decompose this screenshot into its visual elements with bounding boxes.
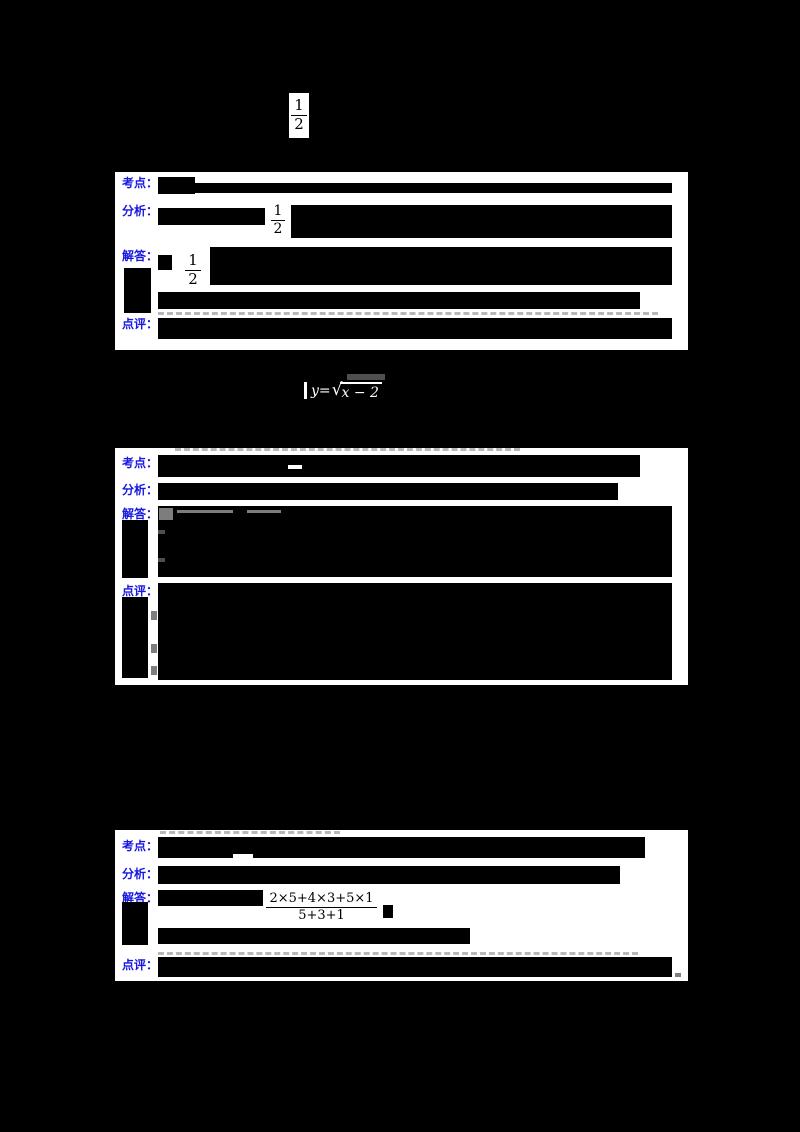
- label-jieda: 解答：: [122, 507, 159, 521]
- text-remnant: [347, 374, 385, 380]
- cursor-tick: [304, 382, 307, 399]
- radicand: x − 2: [340, 382, 382, 402]
- redacted-text: [158, 928, 470, 944]
- redacted-text: [158, 866, 620, 884]
- redacted-text: [158, 483, 618, 500]
- label-dianping: 点评：: [122, 958, 159, 972]
- label-fenxi: 分析：: [122, 483, 159, 497]
- fraction-numerator: 1: [270, 204, 286, 221]
- redacted-text: [158, 957, 672, 977]
- redacted-text: [158, 292, 640, 309]
- redacted-text: [210, 247, 672, 285]
- redacted-text: [158, 255, 172, 270]
- formula-sqrt-x-minus-2: y= √ x − 2: [304, 382, 382, 402]
- answer-table-2: 考点： 分析： 解答： 点评：: [115, 448, 688, 685]
- text-remnant-dashes: [175, 448, 520, 451]
- fraction-denominator: 5+3+1: [298, 908, 345, 923]
- blank-underline: [233, 854, 253, 858]
- formula-one-half-answer: 1 2: [179, 243, 207, 298]
- fraction-denominator: 2: [294, 115, 304, 133]
- redacted-text: [158, 177, 195, 194]
- label-dianping: 点评：: [122, 584, 159, 598]
- text-remnant-dashes: [158, 312, 658, 315]
- text-remnant: [177, 510, 233, 513]
- redacted-text: [158, 583, 672, 680]
- redacted-label-column: [122, 520, 148, 578]
- label-fenxi: 分析：: [122, 204, 159, 218]
- text-remnant: [151, 611, 157, 620]
- redacted-text: [195, 183, 672, 193]
- redacted-label-column: [122, 597, 148, 678]
- redacted-label-column: [124, 268, 151, 313]
- redacted-text: [158, 455, 640, 477]
- fraction-numerator: 2×5+4×3+5×1: [266, 892, 377, 908]
- text-remnant-dashes: [158, 952, 638, 955]
- text-remnant-comma: [675, 973, 681, 977]
- redacted-label-column: [122, 902, 148, 945]
- label-dianping: 点评：: [122, 317, 159, 331]
- fraction-denominator: 2: [188, 270, 198, 288]
- radical-sign: √: [331, 380, 343, 400]
- formula-weighted-average: 2×5+4×3+5×1 5+3+1: [265, 887, 378, 928]
- label-kaodian: 考点：: [122, 176, 159, 190]
- answer-table-3: 考点： 分析： 解答： 2×5+4×3+5×1 5+3+1 点评：: [115, 830, 688, 981]
- text-remnant-dashes: [160, 831, 340, 834]
- redacted-text: [383, 905, 393, 918]
- fraction-denominator: 2: [273, 221, 283, 237]
- text-remnant: [159, 508, 173, 520]
- formula-one-half-top: 1 2: [289, 93, 309, 138]
- fraction-numerator: 1: [291, 97, 307, 116]
- redacted-text: [158, 506, 672, 577]
- label-kaodian: 考点：: [122, 839, 159, 853]
- text-remnant: [247, 510, 281, 513]
- redacted-text: [291, 205, 672, 238]
- text-remnant: [151, 666, 157, 675]
- redacted-text: [158, 890, 263, 906]
- label-jieda: 解答：: [122, 891, 159, 905]
- answer-table-1: 考点： 分析： 1 2 解答： 1 2 点评：: [115, 172, 688, 350]
- formula-one-half-analysis: 1 2: [265, 197, 291, 244]
- text-remnant: [158, 558, 165, 562]
- label-jieda: 解答：: [122, 249, 159, 263]
- text-remnant: [151, 644, 157, 653]
- blank-underline: [288, 465, 302, 469]
- redacted-text: [158, 837, 645, 858]
- fraction-numerator: 1: [185, 252, 201, 271]
- label-fenxi: 分析：: [122, 867, 159, 881]
- redacted-text: [158, 208, 265, 225]
- formula-lhs: y=: [311, 383, 331, 399]
- text-remnant: [158, 530, 165, 534]
- label-kaodian: 考点：: [122, 456, 159, 470]
- redacted-text: [158, 318, 672, 339]
